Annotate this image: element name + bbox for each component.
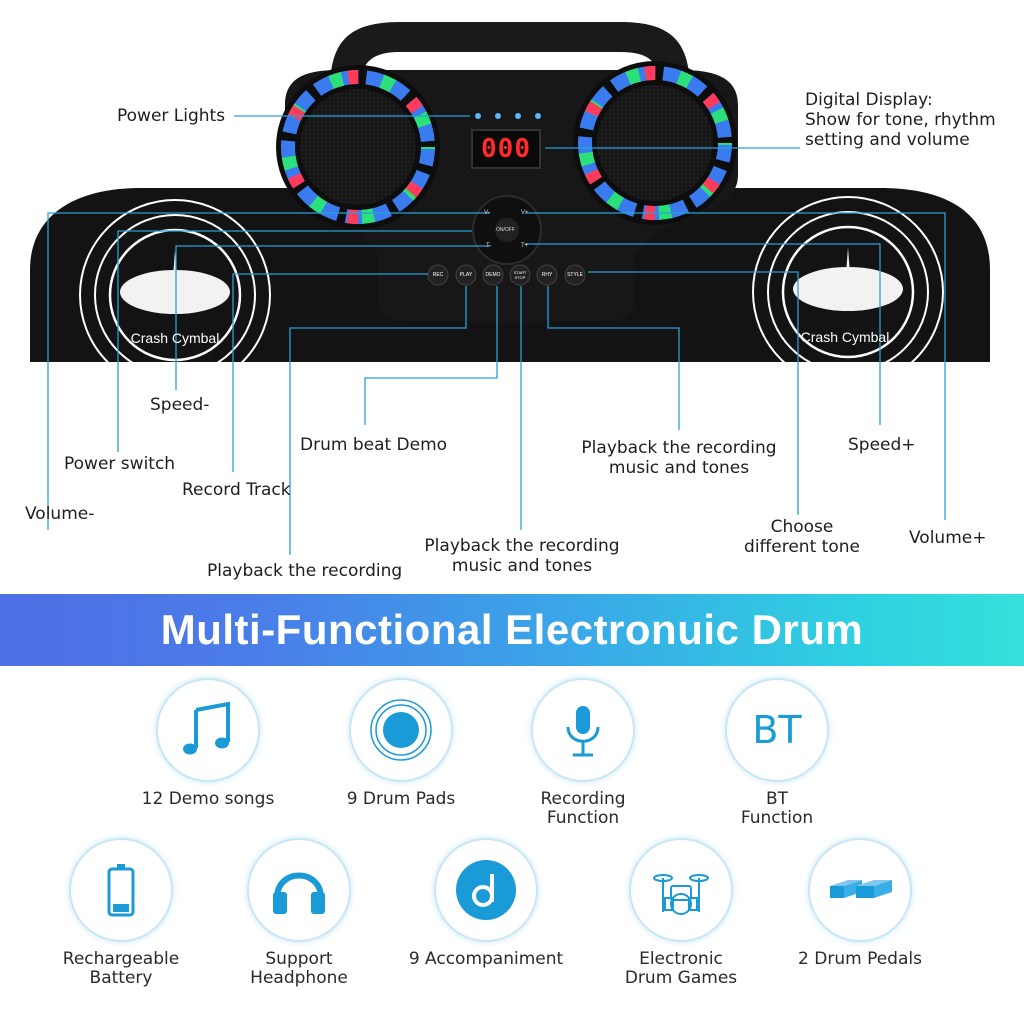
btn-demo[interactable]: DEMO: [485, 272, 501, 278]
nav-vol-plus[interactable]: V+: [521, 210, 529, 216]
right-pad-label: Crash Cymbal: [800, 329, 890, 345]
feature-banner: Multi-Functional Electronuic Drum: [0, 594, 1024, 666]
music-note-icon: [183, 701, 230, 755]
left-pad-label: Crash Cymbal: [130, 330, 220, 346]
btn-start-stop[interactable]: START STOP: [513, 270, 527, 280]
callout-volume-plus: Volume+: [909, 528, 987, 548]
carry-handle: [330, 22, 690, 90]
headphone-icon: [273, 872, 325, 914]
nav-tempo-minus[interactable]: T-: [486, 243, 492, 249]
banner-title: Multi-Functional Electronuic Drum: [160, 606, 864, 653]
digital-display: [471, 129, 541, 169]
nav-vol-minus[interactable]: V-: [484, 210, 490, 216]
right-speaker: [573, 61, 737, 225]
feature-bt-label-2: Function: [740, 808, 814, 828]
microphone-icon: [566, 706, 600, 757]
feature-recording-label-1: Recording: [540, 789, 626, 809]
callout-playback-music-right-line2: music and tones: [608, 458, 750, 478]
btn-play[interactable]: PLAY: [459, 272, 473, 278]
callout-digital-display-line1: Digital Display:: [805, 90, 933, 110]
drum-pedal-icon: [830, 880, 892, 898]
callout-power-switch: Power switch: [64, 454, 176, 474]
nav-onoff[interactable]: ON/OFF: [496, 227, 515, 233]
callout-power-lights: Power Lights: [117, 106, 226, 126]
feature-pedals-label: 2 Drum Pedals: [798, 949, 922, 969]
display-readout: 000: [481, 134, 531, 164]
drum-kit-icon: [653, 874, 709, 915]
callout-playback-music-center-line1: Playback the recording: [424, 536, 620, 556]
callout-playback-recording: Playback the recording: [207, 561, 403, 581]
power-lights: [475, 113, 541, 119]
btn-style[interactable]: STYLE: [567, 272, 583, 278]
feature-demo-songs-label: 12 Demo songs: [141, 789, 275, 809]
callout-drum-beat-demo: Drum beat Demo: [300, 435, 448, 455]
callout-playback-music-center: Playback the recording music and tones: [422, 536, 622, 576]
drum-pad-icon: [370, 699, 432, 761]
feature-headphone-label-1: Support: [265, 949, 333, 969]
callout-choose-tone-line2: different tone: [744, 537, 860, 557]
feature-drum-games-label-1: Electronic: [639, 949, 723, 969]
right-crash-cymbal-pad[interactable]: [752, 196, 944, 388]
feature-accompaniment-label: 9 Accompaniment: [408, 949, 564, 969]
bluetooth-bt-icon: BT: [752, 708, 802, 752]
left-speaker: [276, 65, 440, 229]
left-crash-cymbal-pad[interactable]: [79, 199, 271, 391]
callout-record-track: Record Track: [182, 480, 291, 500]
drum-device-illustration: [30, 22, 990, 555]
callout-speed-plus: Speed+: [848, 435, 916, 455]
feature-drum-games-label-2: Drum Games: [624, 968, 738, 988]
function-buttons[interactable]: [427, 264, 586, 286]
feature-battery-label-2: Battery: [89, 968, 153, 988]
feature-bt-label-1: BT: [765, 789, 789, 809]
battery-icon: [107, 864, 135, 917]
callout-speed-minus: Speed-: [150, 395, 210, 415]
callout-digital-display-line3: setting and volume: [805, 130, 970, 150]
callout-playback-music-right-line1: Playback the recording: [581, 438, 777, 458]
callout-digital-display-line2: Show for tone, rhythm: [805, 110, 996, 130]
callout-volume-minus: Volume-: [25, 504, 95, 524]
callout-digital-display: Digital Display: Show for tone, rhythm s…: [805, 90, 996, 150]
feature-battery-label-1: Rechargeable: [62, 949, 180, 969]
feature-headphone-label-2: Headphone: [250, 968, 348, 988]
btn-rhy[interactable]: RHY: [541, 272, 553, 278]
feature-drum-pads-label: 9 Drum Pads: [346, 789, 456, 809]
nav-tempo-plus[interactable]: T+: [521, 243, 529, 249]
accompaniment-disc-icon: [456, 860, 516, 920]
callout-playback-music-right: Playback the recording music and tones: [579, 438, 779, 478]
callout-lines: [47, 115, 946, 555]
btn-rec[interactable]: REC: [432, 272, 444, 278]
callout-choose-tone-line1: Choose: [770, 517, 834, 537]
feature-recording-label-2: Function: [546, 808, 620, 828]
callout-playback-music-center-line2: music and tones: [451, 556, 593, 576]
callout-choose-tone: Choose different tone: [732, 517, 872, 557]
